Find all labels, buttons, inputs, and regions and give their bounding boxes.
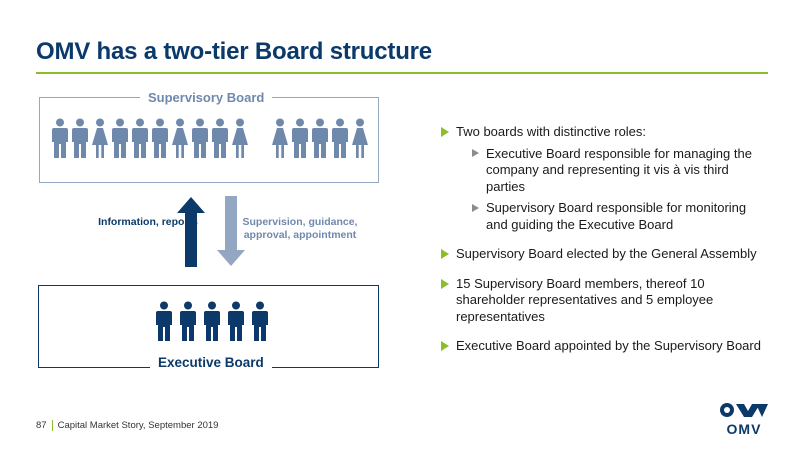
male-person-icon <box>212 118 228 158</box>
female-person-icon <box>232 118 248 158</box>
footer-divider <box>51 420 53 431</box>
supervisory-board-label: Supervisory Board <box>140 90 273 105</box>
bullet-item: 15 Supervisory Board members, thereof 10… <box>440 276 770 326</box>
bullet-text: Supervisory Board elected by the General… <box>456 246 757 261</box>
sub-bullet-item: Supervisory Board responsible for monito… <box>456 200 770 233</box>
male-person-icon <box>52 118 68 158</box>
male-person-icon <box>204 301 220 341</box>
footer: 87 Capital Market Story, September 2019 <box>36 420 218 431</box>
male-person-icon <box>72 118 88 158</box>
male-person-icon <box>156 301 172 341</box>
male-person-icon <box>252 301 268 341</box>
omv-logo: OMV <box>720 403 768 437</box>
male-person-icon <box>312 118 328 158</box>
title-divider <box>36 72 768 74</box>
bullet-item: Executive Board appointed by the Supervi… <box>440 338 770 355</box>
page-title: OMV has a two-tier Board structure <box>36 38 432 65</box>
female-person-icon <box>272 118 288 158</box>
male-person-icon <box>132 118 148 158</box>
arrow-up-icon <box>177 197 205 267</box>
employee-representatives-group <box>271 118 369 158</box>
bullet-item: Supervisory Board elected by the General… <box>440 246 770 263</box>
bullet-text: Two boards with distinctive roles: <box>456 124 647 139</box>
footer-text: Capital Market Story, September 2019 <box>57 420 219 431</box>
page-number: 87 <box>36 420 47 431</box>
bullet-item: Two boards with distinctive roles: Execu… <box>440 124 770 233</box>
arrow-down-icon <box>217 196 245 266</box>
down-arrow-label: Supervision, guidance, approval, appoint… <box>242 216 358 241</box>
up-arrow-label: Information, reports <box>98 216 198 228</box>
sub-bullet-text: Executive Board responsible for managing… <box>486 145 752 194</box>
shareholder-representatives-group <box>51 118 249 158</box>
sub-bullet-item: Executive Board responsible for managing… <box>456 146 770 196</box>
bullet-text: Executive Board appointed by the Supervi… <box>456 338 761 353</box>
male-person-icon <box>332 118 348 158</box>
male-person-icon <box>292 118 308 158</box>
executive-board-label: Executive Board <box>150 355 272 370</box>
male-person-icon <box>112 118 128 158</box>
bullet-text: 15 Supervisory Board members, thereof 10… <box>456 275 714 324</box>
male-person-icon <box>152 118 168 158</box>
female-person-icon <box>92 118 108 158</box>
male-person-icon <box>180 301 196 341</box>
svg-text:OMV: OMV <box>727 421 762 437</box>
female-person-icon <box>352 118 368 158</box>
executive-board-members-group <box>155 301 269 341</box>
sub-bullet-text: Supervisory Board responsible for monito… <box>486 200 747 232</box>
female-person-icon <box>172 118 188 158</box>
bullet-list: Two boards with distinctive roles: Execu… <box>440 124 770 368</box>
male-person-icon <box>228 301 244 341</box>
male-person-icon <box>192 118 208 158</box>
